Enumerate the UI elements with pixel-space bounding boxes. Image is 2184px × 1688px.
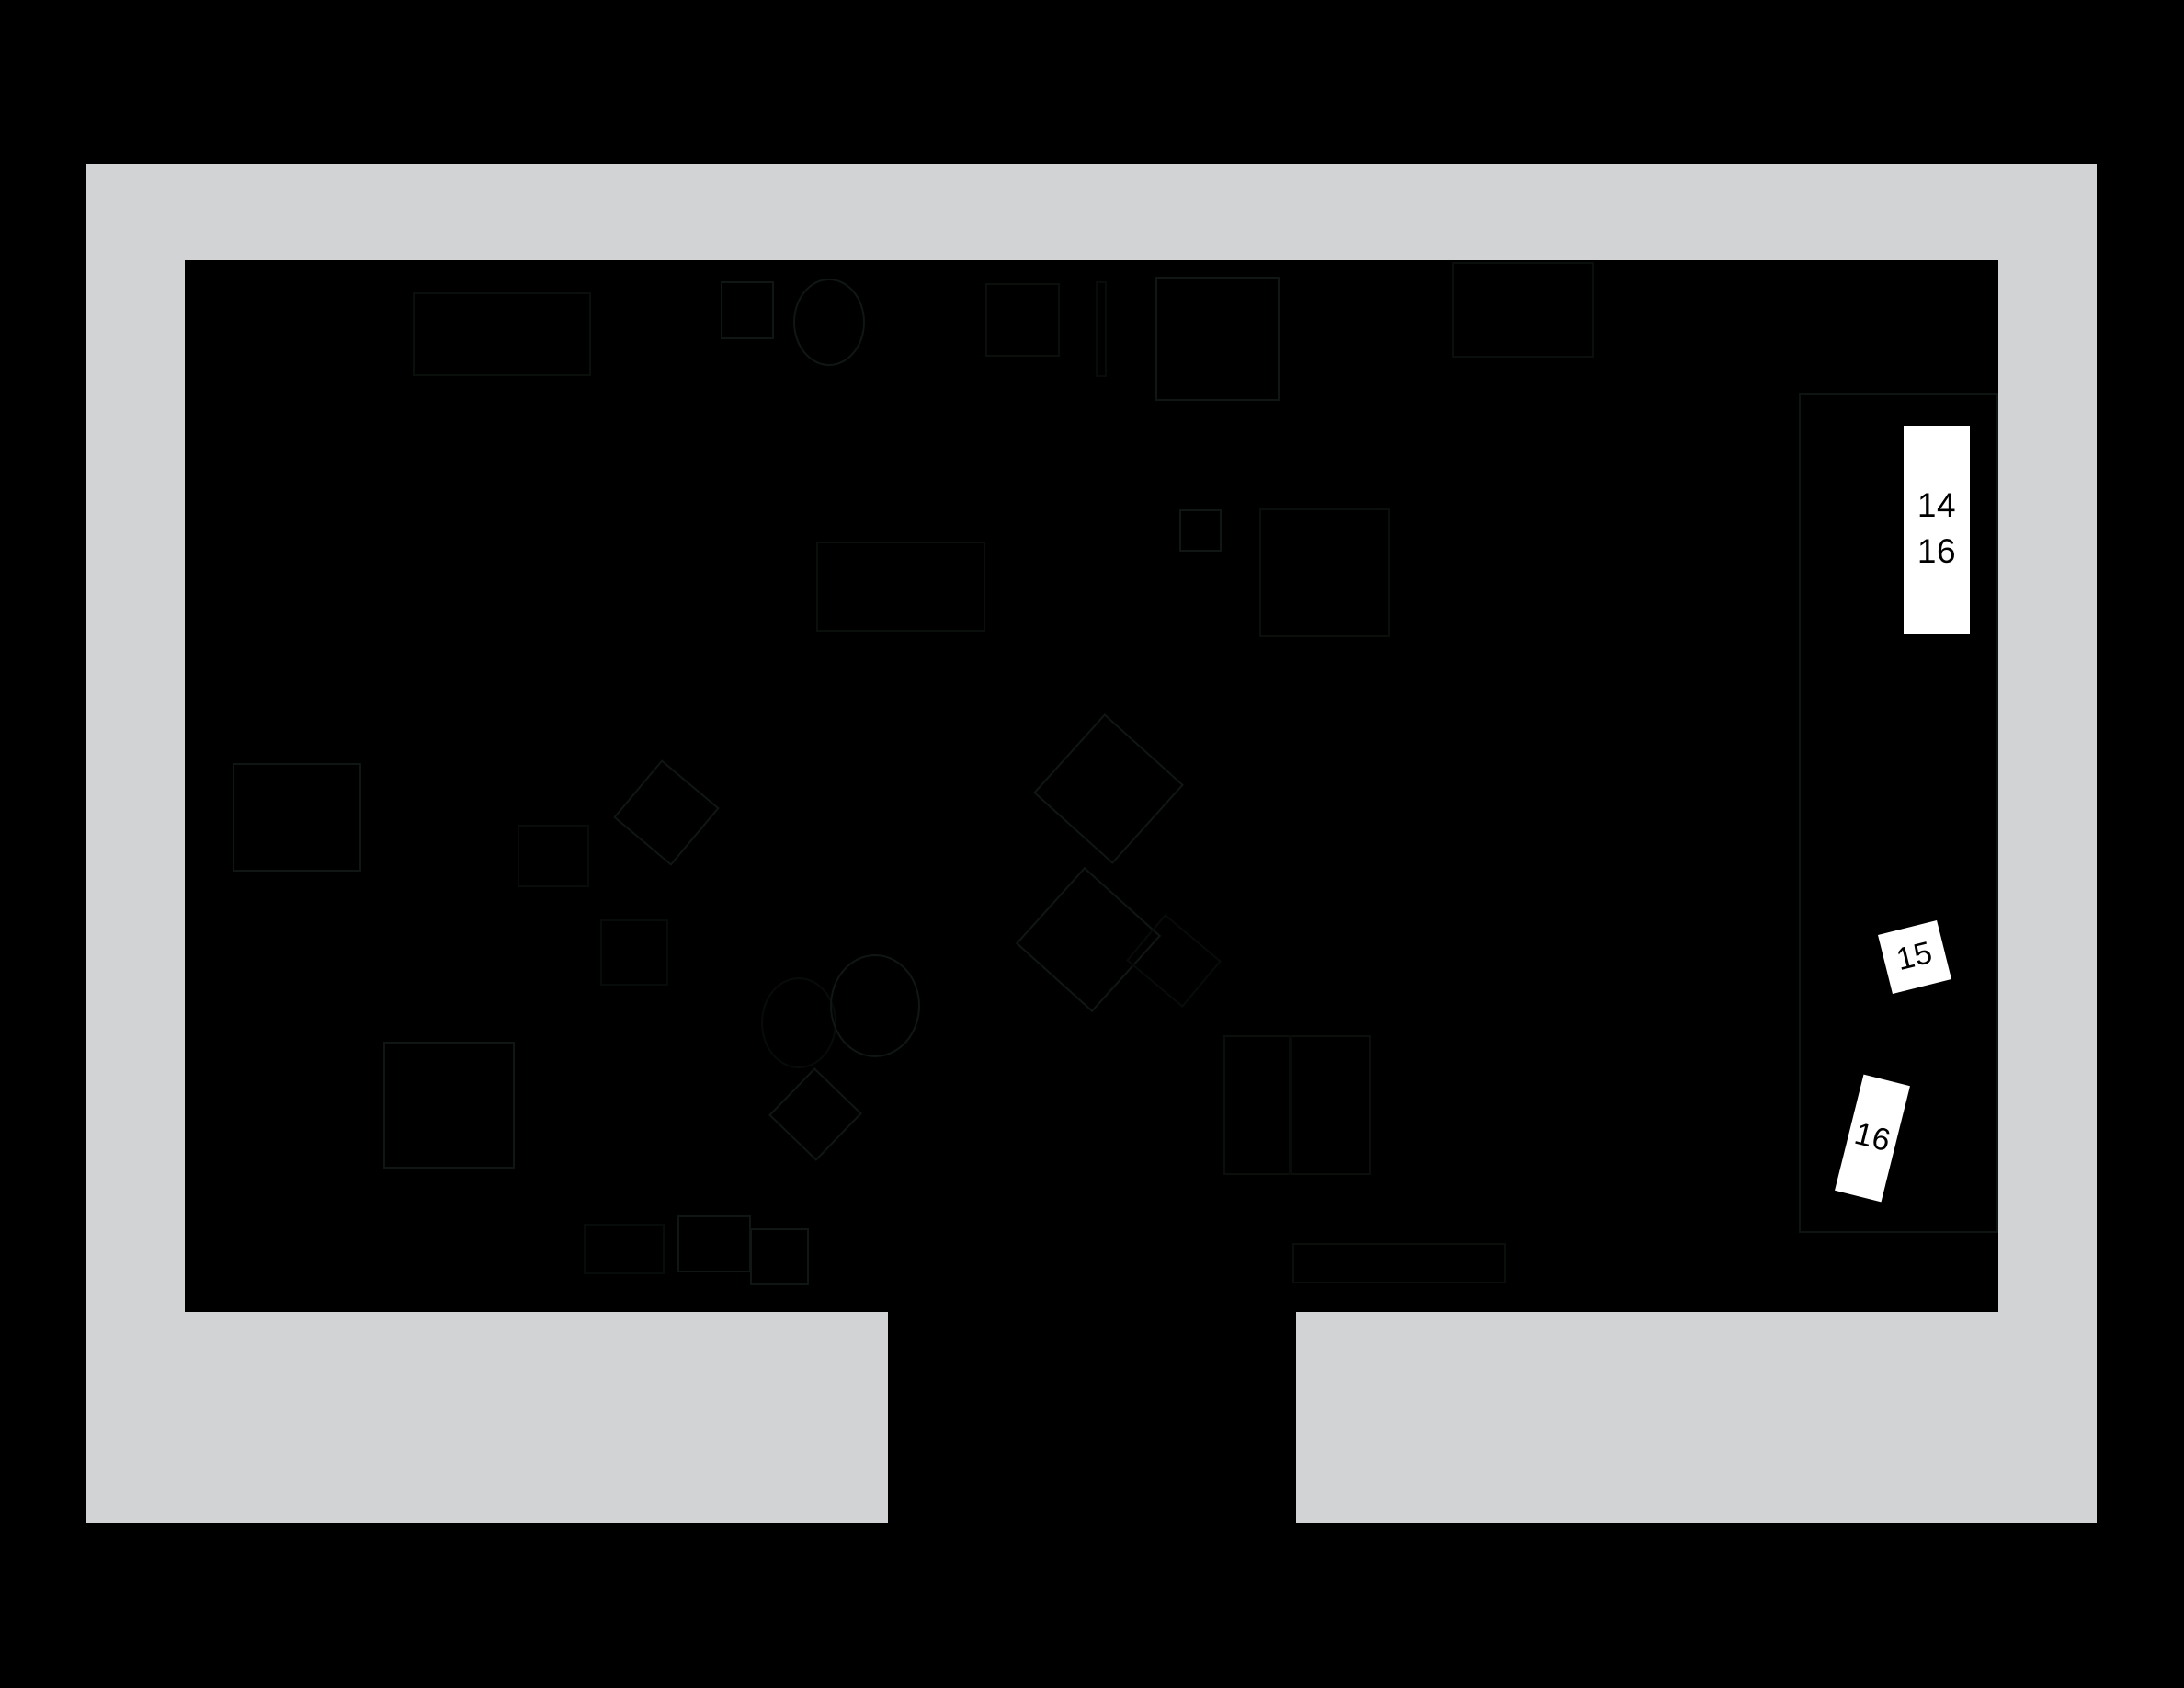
label-14-16-line-2: 16 (1917, 531, 1957, 570)
frame-bottom-left-band (86, 1312, 888, 1523)
frame-left-band (86, 164, 185, 1523)
shape-rect-mid-right (1259, 508, 1390, 637)
frame-top-band (86, 164, 2097, 260)
shape-rect-bottom-a (584, 1224, 665, 1274)
label-15-line-1: 15 (1893, 934, 1937, 978)
shape-rect-top-tall (1096, 281, 1107, 377)
shape-rect-left-small (518, 825, 589, 887)
shape-rect-left-mid (600, 919, 668, 986)
shape-rect-bottom-b (677, 1215, 751, 1272)
shape-rect-bottom-c (750, 1228, 809, 1285)
shape-rect-right-block-divider (1289, 1035, 1292, 1175)
dark-plate (185, 260, 1998, 1312)
shape-rect-top-right (1452, 262, 1594, 358)
label-16-line-1: 16 (1850, 1115, 1894, 1159)
shape-rect-bottom-wide (1292, 1243, 1506, 1283)
shape-rect-top-left (413, 292, 591, 376)
label-14-16-line-1: 14 (1917, 486, 1957, 524)
shape-rect-right-block (1223, 1035, 1371, 1175)
shape-rect-top-block (1155, 277, 1280, 401)
shape-rect-left-large (233, 763, 361, 872)
shape-rect-top-small-b (985, 283, 1060, 357)
label-14-16[interactable]: 14 16 (1904, 426, 1970, 634)
shape-rect-mid-wide (816, 542, 985, 632)
right-enclosure-panel (1799, 393, 1998, 1233)
shape-rect-mid-tiny (1179, 509, 1222, 552)
shape-ellipse-top (793, 279, 865, 366)
shape-ellipse-center-large (830, 954, 920, 1057)
frame-bottom-right-band (1296, 1312, 2097, 1523)
shape-rect-left-lower (383, 1042, 515, 1169)
frame-right-band (1998, 164, 2097, 1523)
shape-rect-top-small-a (721, 281, 774, 339)
shape-ellipse-center-small (761, 977, 836, 1068)
